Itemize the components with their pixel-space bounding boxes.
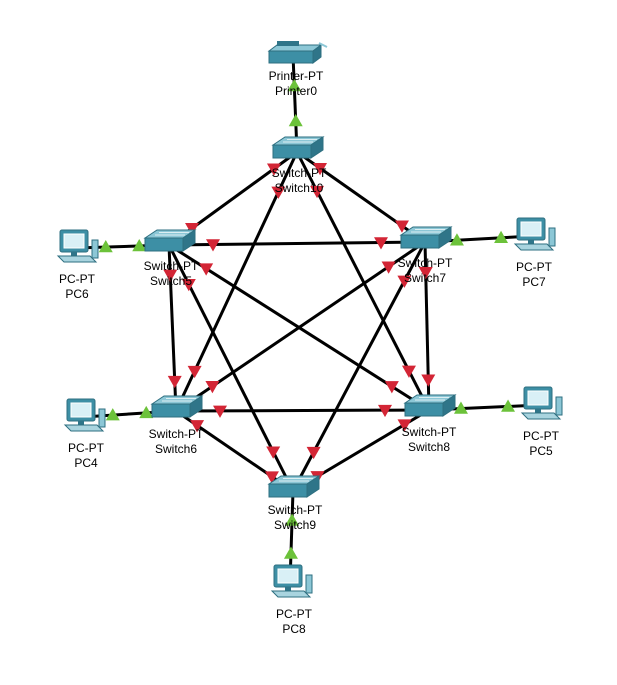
link-down-indicator-switch5-switch8-0 xyxy=(199,263,214,276)
device-labels: Printer-PTPrinter0Switch-PTSwitch10Switc… xyxy=(59,69,560,636)
link-down-indicator-switch5-switch7-1 xyxy=(374,237,389,250)
device-name-label: Printer0 xyxy=(275,84,317,98)
link-printer0-switch10[interactable] xyxy=(291,54,299,153)
device-type-label: Switch-PT xyxy=(402,425,457,439)
device-type-label: Switch-PT xyxy=(268,503,323,517)
link-down-indicator-switch10-switch6-0 xyxy=(271,186,286,199)
device-name-label: PC8 xyxy=(282,622,306,636)
device-type-label: PC-PT xyxy=(68,441,105,455)
switch-icon[interactable] xyxy=(403,394,457,417)
link-down-indicator-switch6-switch9-1 xyxy=(264,471,279,484)
link-up-indicator-pc4-switch6-1 xyxy=(139,405,154,419)
link-down-indicator-switch5-switch8-1 xyxy=(384,381,399,394)
device-type-label: PC-PT xyxy=(516,260,553,274)
switch-icon[interactable] xyxy=(271,136,325,159)
pc-icon[interactable] xyxy=(56,229,99,263)
link-up-indicator-pc7-switch7-0 xyxy=(494,230,509,244)
device-name-label: Switch5 xyxy=(150,274,192,288)
switch-icon[interactable] xyxy=(267,475,321,498)
link-down-indicator-switch8-switch9-0 xyxy=(397,419,412,432)
device-name-label: Switch9 xyxy=(274,518,316,532)
pc-icon[interactable] xyxy=(520,386,563,420)
link-down-indicator-switch5-switch7-0 xyxy=(205,239,220,252)
device-name-label: Switch8 xyxy=(408,440,450,454)
link-switch5-switch7[interactable] xyxy=(168,240,426,247)
device-name-label: Switch6 xyxy=(155,442,197,456)
switch-icon[interactable] xyxy=(150,395,204,418)
link-up-indicator-pc6-switch5-0 xyxy=(98,240,113,253)
pc-icon[interactable] xyxy=(270,564,313,598)
link-up-indicator-pc5-switch8-0 xyxy=(501,399,516,412)
pc-icon[interactable] xyxy=(63,398,106,432)
link-down-indicator-switch10-switch5-1 xyxy=(185,223,200,236)
device-name-label: Switch10 xyxy=(275,181,324,195)
link-up-indicator-pc5-switch8-1 xyxy=(453,401,468,414)
link-down-indicator-switch5-switch6-0 xyxy=(163,269,178,282)
link-down-indicator-switch6-switch9-0 xyxy=(190,420,205,433)
link-down-indicator-switch10-switch6-1 xyxy=(187,365,202,379)
device-name-label: PC6 xyxy=(65,287,89,301)
link-down-indicator-switch6-switch8-1 xyxy=(378,404,393,418)
link-down-indicator-switch10-switch7-0 xyxy=(313,162,328,176)
device-name-label: PC7 xyxy=(522,275,546,289)
link-up-indicator-printer0-switch10-1 xyxy=(288,113,303,127)
switch-icon[interactable] xyxy=(143,229,197,252)
device-name-label: Switch7 xyxy=(404,271,446,285)
link-status-markers xyxy=(98,79,516,559)
device-type-label: Printer-PT xyxy=(269,69,324,83)
device-type-label: Switch-PT xyxy=(398,256,453,270)
devices-layer xyxy=(56,41,563,598)
device-type-label: PC-PT xyxy=(59,272,96,286)
device-type-label: Switch-PT xyxy=(272,166,327,180)
link-down-indicator-switch7-switch8-1 xyxy=(421,374,436,387)
link-down-indicator-switch10-switch8-1 xyxy=(401,365,416,378)
device-name-label: PC5 xyxy=(529,444,553,458)
link-down-indicator-switch5-switch9-0 xyxy=(181,279,196,292)
link-down-indicator-switch7-switch9-1 xyxy=(306,446,321,460)
link-down-indicator-switch7-switch6-1 xyxy=(205,381,220,394)
device-type-label: Switch-PT xyxy=(149,427,204,441)
link-up-indicator-pc7-switch7-1 xyxy=(449,233,464,246)
link-up-indicator-printer0-switch10-0 xyxy=(287,79,302,92)
link-down-indicator-switch10-switch5-0 xyxy=(266,163,281,176)
pc-icon[interactable] xyxy=(513,217,556,251)
link-up-indicator-pc4-switch6-0 xyxy=(105,408,120,421)
link-down-indicator-switch7-switch9-0 xyxy=(397,275,412,288)
link-down-indicator-switch10-switch8-0 xyxy=(310,185,325,199)
link-up-indicator-pc6-switch5-1 xyxy=(132,238,147,252)
device-name-label: PC4 xyxy=(74,456,98,470)
switch-icon[interactable] xyxy=(399,226,453,249)
device-type-label: Switch-PT xyxy=(144,259,199,273)
printer-icon[interactable] xyxy=(267,41,328,64)
device-type-label: PC-PT xyxy=(276,607,313,621)
link-down-indicator-switch5-switch9-1 xyxy=(266,446,281,459)
link-up-indicator-pc8-switch9-0 xyxy=(283,546,298,559)
link-up-indicator-pc8-switch9-1 xyxy=(285,513,300,526)
link-down-indicator-switch6-switch8-0 xyxy=(212,405,227,418)
link-down-indicator-switch7-switch8-0 xyxy=(418,266,433,280)
link-switch6-switch8[interactable] xyxy=(175,408,430,413)
link-down-indicator-switch7-switch6-0 xyxy=(381,261,396,274)
device-type-label: PC-PT xyxy=(523,429,560,443)
link-down-indicator-switch10-switch7-1 xyxy=(394,220,409,233)
link-down-indicator-switch5-switch6-1 xyxy=(167,375,182,389)
